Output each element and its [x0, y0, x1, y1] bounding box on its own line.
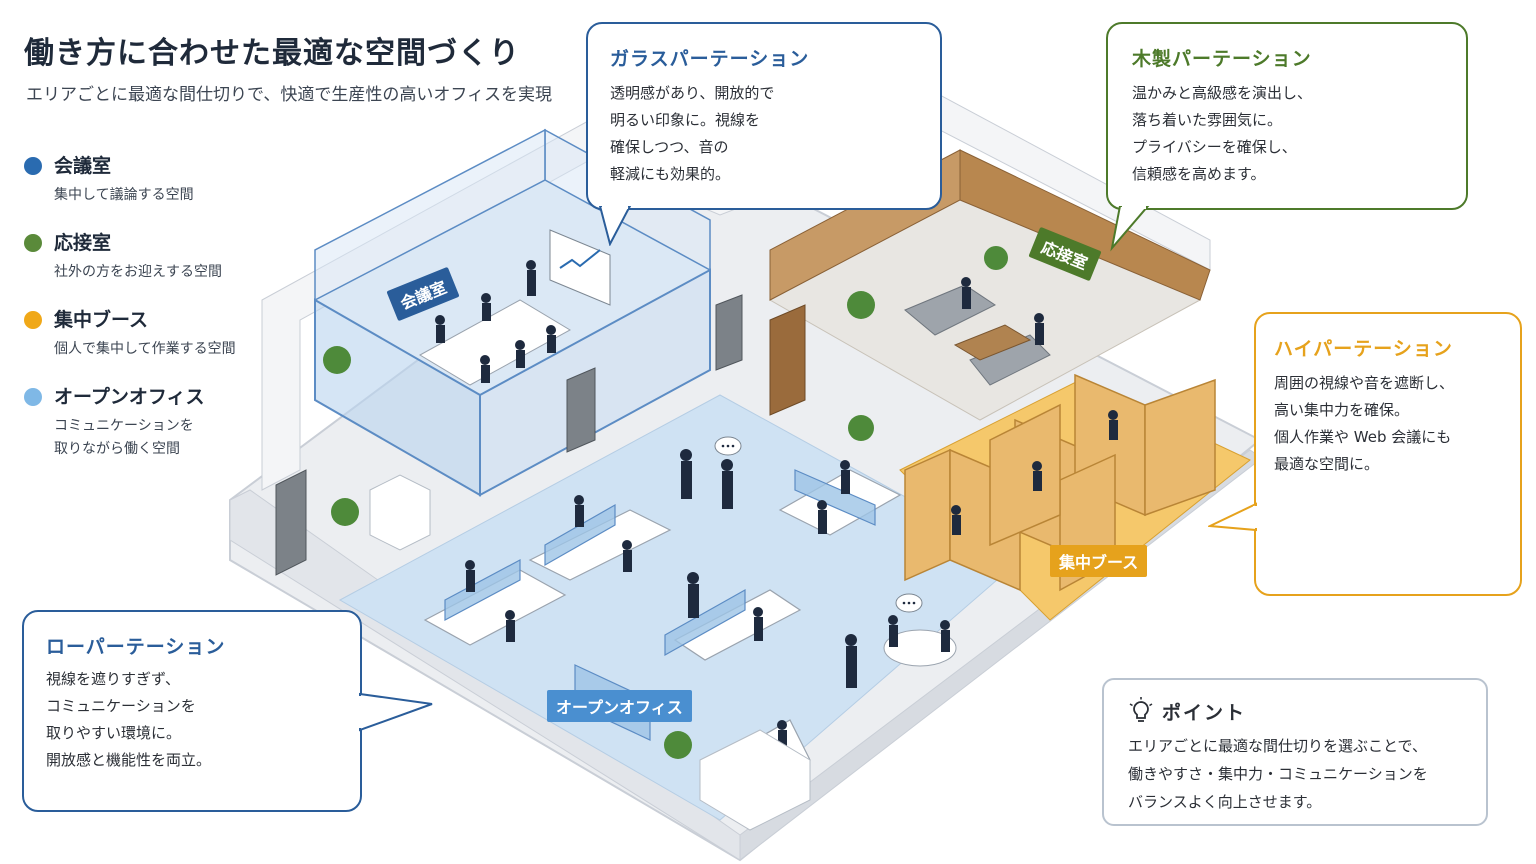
callout-title: ガラスパーテーション: [610, 48, 810, 70]
callout-wood-partition: 木製パーテーション 温かみと高級感を演出し、 落ち着いた雰囲気に。 プライバシー…: [1106, 22, 1468, 210]
reception-door: [769, 304, 806, 416]
cabinets: [369, 474, 811, 831]
callout-high-partition: ハイパーテーション 周囲の視線や音を遮断し、 高い集中力を確保。 個人作業や W…: [1254, 312, 1522, 596]
plants: [323, 246, 1008, 759]
legend-item-focus-booth: 集中ブース 個人で集中して作業する空間: [24, 306, 264, 361]
round-table: [883, 629, 957, 667]
legend-desc: 個人で集中して作業する空間: [54, 341, 236, 357]
doors: [275, 294, 743, 576]
point-title: ポイント: [1162, 702, 1247, 724]
legend-desc: 社外の方をお迎えする空間: [54, 264, 222, 280]
lightbulb-icon: [1129, 697, 1153, 722]
people: [435, 260, 1118, 752]
callout-low-partition: ローパーテーション 視線を遮りすぎず、 コミュニケーションを 取りやすい環境に。…: [22, 610, 362, 812]
zone-label-open-office: オープンオフィス: [547, 690, 692, 722]
point-box: ポイント エリアごとに最適な間仕切りを選ぶことで、 働きやすさ・集中力・コミュニ…: [1102, 678, 1488, 826]
coffee-table: [953, 324, 1032, 361]
zone-label-focus-booth: 集中ブース: [1050, 545, 1148, 577]
callout-tail: [359, 692, 433, 732]
legend-name: 集中ブース: [54, 309, 149, 331]
callout-body: 温かみと高級感を演出し、 落ち着いた雰囲気に。 プライバシーを確保し、 信頼感を…: [1132, 84, 1313, 183]
whiteboard: [549, 229, 611, 306]
legend-dot: [24, 234, 42, 252]
callout-tail: [1208, 502, 1257, 532]
booth-panels: [904, 373, 1216, 592]
whiteboard-chart-line: [559, 249, 601, 269]
callout-tail: [598, 206, 632, 246]
legend-dot: [24, 157, 42, 175]
legend-dot: [24, 388, 42, 406]
callout-title: ローパーテーション: [46, 636, 226, 658]
sofa-left: [904, 284, 996, 336]
page-title: 働き方に合わせた最適な空間づくり: [24, 36, 520, 71]
legend-item-reception: 応接室 社外の方をお迎えする空間: [24, 229, 264, 284]
callout-body: 周囲の視線や音を遮断し、 高い集中力を確保。 個人作業や Web 会議にも 最適…: [1274, 374, 1455, 473]
legend: 会議室 集中して議論する空間 応接室 社外の方をお迎えする空間 集中ブース 個人…: [24, 152, 264, 483]
page-subtitle: エリアごとに最適な間仕切りで、快適で生産性の高いオフィスを実現: [26, 85, 552, 105]
legend-dot: [24, 311, 42, 329]
callout-tail: [1110, 206, 1150, 252]
callout-glass-partition: ガラスパーテーション 透明感があり、開放的で 明るい印象に。視線を 確保しつつ、…: [586, 22, 942, 210]
point-body: エリアごとに最適な間仕切りを選ぶことで、 働きやすさ・集中力・コミュニケーション…: [1128, 737, 1428, 811]
meeting-room-glass-side: [314, 128, 546, 302]
legend-item-open-office: オープンオフィス コミュニケーションを 取りながら働く空間: [24, 383, 264, 461]
callout-title: 木製パーテーション: [1132, 48, 1312, 70]
legend-name: 会議室: [54, 155, 112, 177]
legend-item-meeting-room: 会議室 集中して議論する空間: [24, 152, 264, 207]
callout-body: 透明感があり、開放的で 明るい印象に。視線を 確保しつつ、音の 軽減にも効果的。: [610, 84, 775, 183]
callout-title: ハイパーテーション: [1274, 338, 1453, 360]
legend-desc: 集中して議論する空間: [54, 187, 194, 203]
legend-name: 応接室: [54, 232, 112, 254]
legend-desc: コミュニケーションを 取りながら働く空間: [54, 418, 194, 457]
callout-body: 視線を遮りすぎず、 コミュニケーションを 取りやすい環境に。 開放感と機能性を両…: [46, 670, 212, 769]
legend-name: オープンオフィス: [54, 386, 205, 408]
